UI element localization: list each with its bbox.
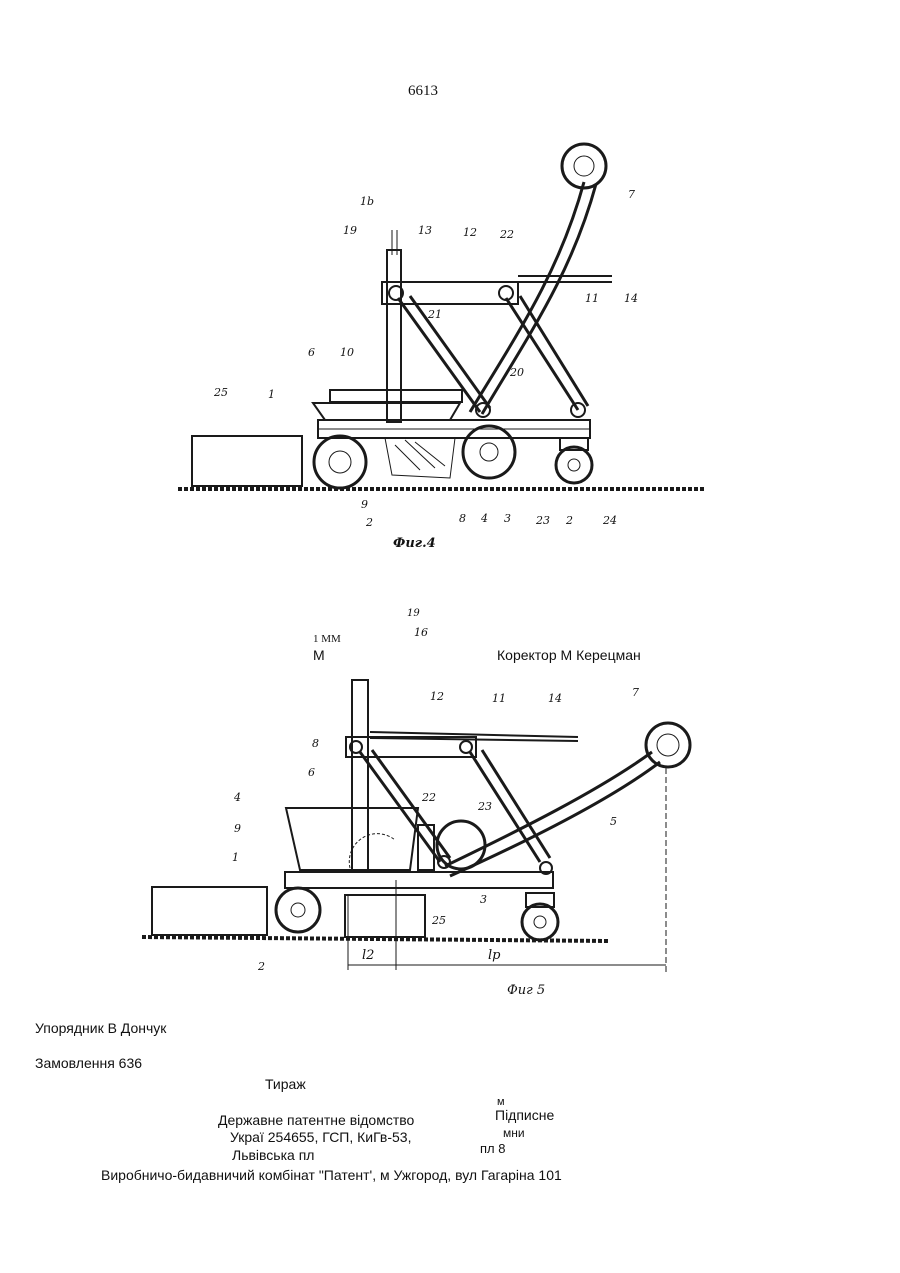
fig5-label-12: 12: [430, 690, 444, 703]
fig5-label-11: 11: [492, 692, 506, 705]
compiler-line: Упорядник В Дончук: [35, 1020, 166, 1036]
fig5-label-3: 3: [480, 893, 487, 906]
fig5-label-l2: l2: [362, 948, 374, 963]
publisher-pl8: пл 8: [480, 1141, 505, 1156]
fig5-label-2: 2: [258, 960, 265, 973]
fig5-label-6: 6: [308, 766, 315, 779]
fig5-label-5: 5: [610, 815, 617, 828]
fig5-label-4: 4: [234, 791, 241, 804]
fig5-caption: Фиг 5: [507, 983, 545, 998]
publisher-address1: Украї 254655, ГСП, КиГв-53,: [230, 1129, 411, 1145]
fig5-label-7: 7: [632, 686, 639, 699]
publisher-name: Державне патентне відомство: [218, 1112, 414, 1128]
fig5-label-22: 22: [422, 791, 436, 804]
fig5-label-1: 1: [232, 851, 239, 864]
circulation-line: Тираж: [265, 1076, 306, 1092]
order-line: Замовлення 636: [35, 1055, 142, 1071]
publisher-signed: Підписне: [495, 1107, 554, 1123]
footer-line: Виробничо-бидавничий комбінат "Патент', …: [101, 1167, 562, 1183]
fig5-label-9: 9: [234, 822, 241, 835]
fig5-label-25: 25: [432, 914, 446, 927]
fig5-label-14: 14: [548, 692, 562, 705]
fig5-label-lp: lp: [488, 948, 500, 963]
publisher-address2: Львівська пл: [232, 1147, 314, 1163]
fig5-label-23: 23: [478, 800, 492, 813]
publisher-mni: мни: [503, 1126, 525, 1140]
fig5-label-8: 8: [312, 737, 319, 750]
figure-5-drawing: [0, 0, 900, 1000]
